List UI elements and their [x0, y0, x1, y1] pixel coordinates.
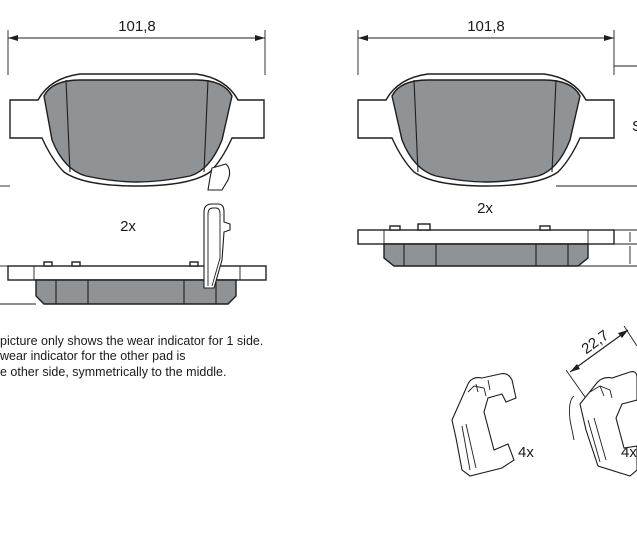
left-width-label: 101,8 [118, 18, 156, 35]
right-clip-quantity: 4x [621, 444, 637, 461]
right-width-label: 101,8 [467, 18, 505, 35]
left-pad-side-view: 2x [0, 203, 267, 305]
left-pad-top-view [0, 73, 265, 191]
wear-indicator-note: picture only shows the wear indicator fo… [0, 334, 263, 379]
right-height-label: S [632, 118, 637, 135]
left-clip-quantity: 4x [518, 444, 534, 461]
right-pad-side-view: 2x [357, 200, 637, 267]
abutment-clip-right: 22,7 4x [565, 325, 637, 477]
left-pad-quantity: 2x [120, 218, 136, 235]
right-pad-quantity: 2x [477, 200, 493, 217]
right-width-dimension: 101,8 [357, 18, 615, 75]
note-line-2: wear indicator for the other pad is [0, 349, 186, 363]
note-line-1: picture only shows the wear indicator fo… [0, 334, 263, 348]
right-pad-top-view: S [357, 65, 637, 187]
left-width-dimension: 101,8 [7, 18, 266, 75]
abutment-clip-left: 4x [451, 373, 534, 477]
note-line-3: e other side, symmetrically to the middl… [0, 365, 226, 379]
